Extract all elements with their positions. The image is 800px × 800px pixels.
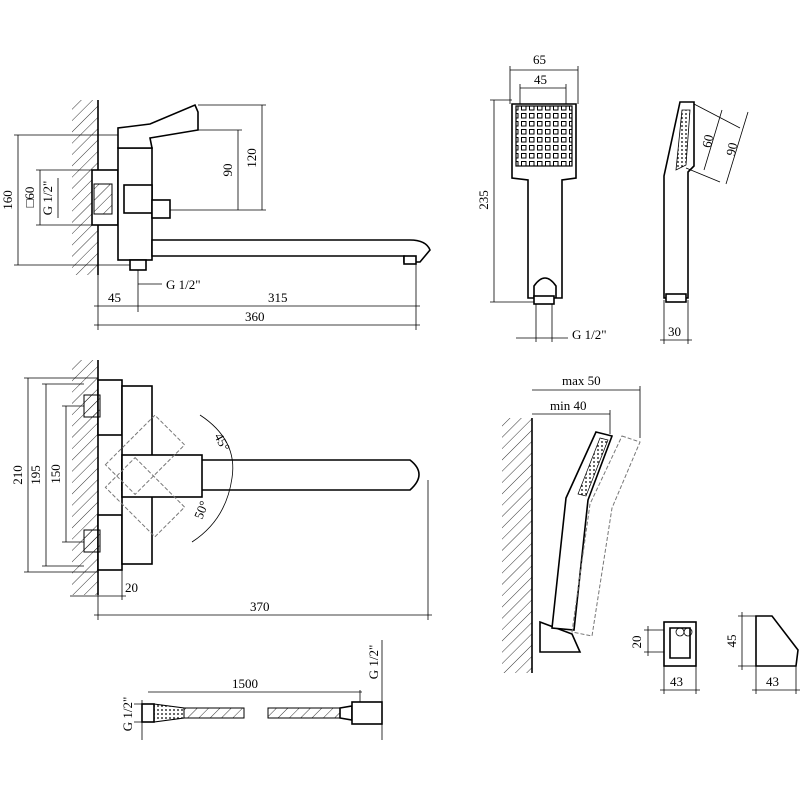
dim-120: 120 [244,148,259,168]
shower-angled [551,431,614,631]
dim-g12-hose-right: G 1/2" [366,645,381,680]
faucet-top-view: 45° 50° 210 195 150 20 370 [10,360,432,620]
hose-left-fitting [153,703,185,723]
dim-45b: 45 [534,72,547,87]
dim-g12-spout: G 1/2" [166,277,201,292]
dim-315: 315 [268,290,288,305]
dim-43b: 43 [766,674,779,689]
angle-50: 50° [191,499,212,521]
dim-60: 60 [699,133,716,149]
hand-shower-side-view: 60 90 30 [660,101,749,344]
shower-side-profile [663,101,695,299]
faucet-side-view: 160 □60 G 1/2" 90 120 G 1/2" 45 315 360 [0,100,431,330]
faucet-spout [151,239,431,263]
dim-max50: max 50 [562,373,601,388]
dim-65: 65 [533,52,546,67]
dim-210: 210 [10,465,25,485]
dim-g12-left: G 1/2" [40,181,55,216]
faucet-lever [117,103,199,149]
dim-235: 235 [476,190,491,210]
shower-holder-view: max 50 min 40 [502,373,641,673]
dim-min40: min 40 [550,398,586,413]
dim-45c: 45 [724,635,739,648]
dim-45: 45 [108,290,121,305]
dim-90: 90 [220,164,235,177]
hose-segment-left [183,707,245,719]
dim-20b: 20 [629,636,644,649]
dim-370: 370 [250,599,270,614]
dim-160: 160 [0,190,15,210]
wall-hatch-3 [502,418,532,673]
shower-spray-face [515,105,573,167]
dim-360: 360 [245,309,265,324]
dim-g12-head: G 1/2" [572,327,607,342]
dim-195: 195 [28,465,43,485]
shower-hose-view: 1500 G 1/2" G 1/2" [120,640,383,740]
dim-150: 150 [48,464,63,484]
holder-detail-view: 20 43 45 43 [629,612,800,694]
dim-43a: 43 [670,674,683,689]
lever-ghost-positions [104,414,234,543]
hose-segment-right [267,707,341,719]
hand-shower-front-view: 65 45 235 G 1/2" [476,52,607,342]
dim-20: 20 [125,580,138,595]
dim-60-square: □60 [22,187,37,208]
dim-g12-hose-left: G 1/2" [120,697,135,732]
dim-30: 30 [668,324,681,339]
holder-side [755,615,799,667]
dim-90b: 90 [723,141,740,157]
dim-1500: 1500 [232,676,258,691]
